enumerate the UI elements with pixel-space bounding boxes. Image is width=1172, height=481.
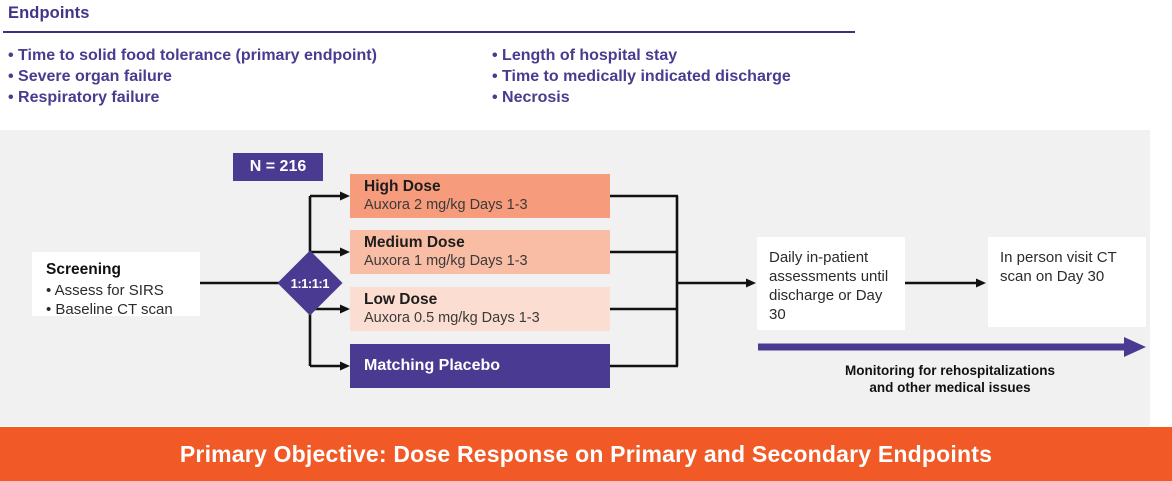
arm-title: High Dose xyxy=(364,178,441,195)
endpoints-list-right: Length of hospital stay Time to medicall… xyxy=(492,45,791,108)
screening-item: Assess for SIRS xyxy=(46,281,200,300)
arm-title: Matching Placebo xyxy=(364,357,501,374)
daily-assessments-box: Daily in-patient assessments until disch… xyxy=(757,237,905,330)
arm-subtitle: Auxora 1 mg/kg Days 1-3 xyxy=(364,253,528,269)
arm-subtitle: Auxora 0.5 mg/kg Days 1-3 xyxy=(364,310,540,326)
flow-panel: N = 216 Screening Assess for SIRS Baseli… xyxy=(0,130,1150,426)
screening-item: Baseline CT scan xyxy=(46,300,200,319)
endpoint-item: Time to medically indicated discharge xyxy=(492,66,791,87)
endpoints-section: Endpoints Time to solid food tolerance (… xyxy=(0,0,1172,130)
randomization-ratio: 1:1:1:1 xyxy=(290,275,330,291)
endpoint-item: Severe organ failure xyxy=(8,66,377,87)
endpoint-item: Time to solid food tolerance (primary en… xyxy=(8,45,377,66)
arm-placebo: Matching Placebo xyxy=(350,344,610,388)
endpoint-item: Length of hospital stay xyxy=(492,45,791,66)
endpoint-item: Respiratory failure xyxy=(8,87,377,108)
screening-box: Screening Assess for SIRS Baseline CT sc… xyxy=(32,252,200,319)
endpoints-list-left: Time to solid food tolerance (primary en… xyxy=(8,45,377,108)
endpoint-item: Necrosis xyxy=(492,87,791,108)
followup-visit-box: In person visit CT scan on Day 30 xyxy=(988,237,1146,327)
arm-low-dose: Low Dose Auxora 0.5 mg/kg Days 1-3 xyxy=(350,287,610,331)
arm-subtitle: Auxora 2 mg/kg Days 1-3 xyxy=(364,197,528,213)
arm-high-dose: High Dose Auxora 2 mg/kg Days 1-3 xyxy=(350,174,610,218)
connector-lines xyxy=(200,191,1146,371)
endpoints-divider xyxy=(3,31,855,33)
sample-size-badge: N = 216 xyxy=(233,153,323,181)
arm-title: Low Dose xyxy=(364,291,438,308)
monitoring-caption-line1: Monitoring for rehospitalizations xyxy=(845,363,1055,378)
monitoring-caption: Monitoring for rehospitalizations and ot… xyxy=(760,362,1140,396)
screening-title: Screening xyxy=(46,261,121,278)
arm-title: Medium Dose xyxy=(364,234,465,251)
arm-medium-dose: Medium Dose Auxora 1 mg/kg Days 1-3 xyxy=(350,230,610,274)
monitoring-caption-line2: and other medical issues xyxy=(869,380,1031,395)
endpoints-title: Endpoints xyxy=(8,4,90,22)
objective-banner: Primary Objective: Dose Response on Prim… xyxy=(0,427,1172,481)
objective-banner-text: Primary Objective: Dose Response on Prim… xyxy=(179,440,993,467)
